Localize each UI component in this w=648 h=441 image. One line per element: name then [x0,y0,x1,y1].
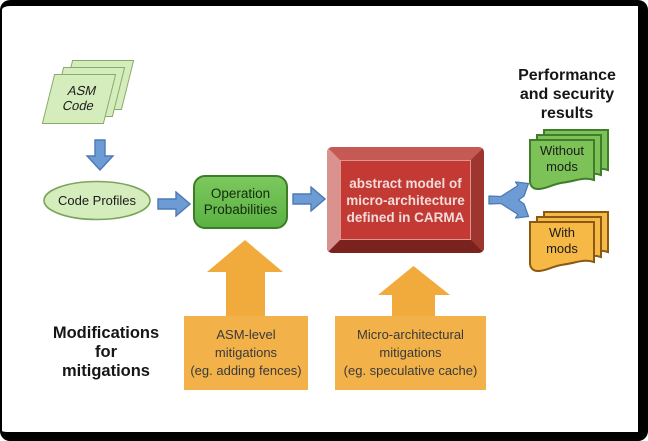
asm-code-sheet-front: ASM Code [41,74,117,124]
modifications-caption-line: for [95,343,117,361]
carma-model-line: abstract model of [349,175,462,191]
micro-mitigations-line: Micro-architectural [357,327,464,342]
asm-code-stack: ASM Code [41,60,143,135]
without-mods-line: mods [546,159,578,174]
results-caption-line: and security [519,86,615,103]
operation-probabilities-node: Operation Probabilities [193,175,288,229]
asm-mitigations-arrow-up-icon [207,240,283,317]
without-mods-sheet-front [529,139,595,191]
micro-mitigations-line: (eg. speculative cache) [343,363,478,378]
modifications-caption-line: Modifications [52,324,160,342]
results-caption: Performance and security results [498,66,636,123]
with-mods-line: With [549,225,575,240]
without-mods-stack: Without mods [528,128,618,198]
asm-mitigations-box: ASM-level mitigations (eg. adding fences… [184,316,308,390]
without-mods-label: Without mods [529,143,595,175]
code-profiles-label: Code Profiles [57,193,137,208]
operation-probabilities-line: Probabilities [203,202,278,217]
code-profiles-node [43,180,151,221]
arrow-right-icon [292,186,326,212]
micro-mitigations-arrow-up-icon [378,266,450,317]
arrow-right-icon [157,191,191,217]
micro-mitigations-line: mitigations [379,345,442,360]
micro-mitigations-box: Micro-architectural mitigations (eg. spe… [335,316,486,390]
arrow-down-icon [85,139,115,171]
with-mods-line: mods [546,241,578,256]
modifications-caption-line: mitigations [61,362,150,380]
results-caption-line: results [540,105,594,122]
with-mods-sheet-front [529,221,595,273]
results-caption-line: Performance [518,67,616,84]
modifications-caption: Modifications for mitigations [40,324,172,381]
asm-mitigations-line: (eg. adding fences) [190,363,302,378]
asm-code-label-line: Code [60,98,96,113]
with-mods-label: With mods [529,225,595,257]
without-mods-line: Without [539,143,585,158]
operation-probabilities-line: Operation [210,186,271,201]
asm-code-label-line: ASM [66,83,99,98]
asm-code-label: ASM Code [46,83,115,113]
asm-mitigations-line: ASM-level [216,327,276,342]
arrow-split-icon [488,181,530,219]
with-mods-stack: With mods [528,210,618,280]
asm-mitigations-line: mitigations [214,345,278,360]
carma-model-line: defined in CARMA [346,209,465,225]
carma-model-node: abstract model of micro-architecture def… [327,147,484,253]
carma-model-line: micro-architecture [346,192,465,208]
